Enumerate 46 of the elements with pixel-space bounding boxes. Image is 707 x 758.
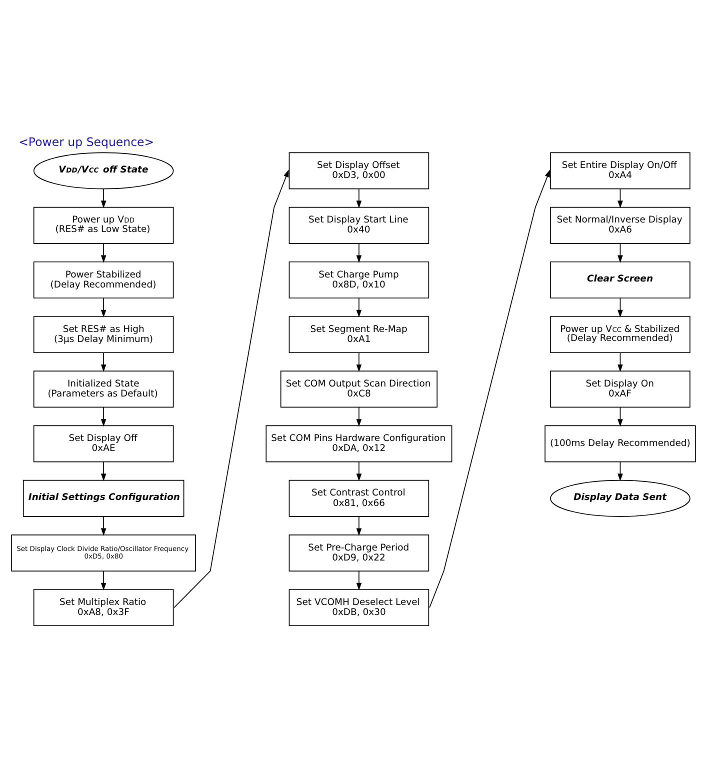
node-box: Set Display On 0xAF: [550, 370, 690, 408]
arrow: [356, 516, 362, 536]
arrow: [618, 297, 623, 317]
arrow: [174, 169, 289, 608]
arrow: [618, 352, 623, 372]
node-box: Set Display Start Line 0x40: [288, 206, 430, 244]
arrow: [356, 242, 362, 262]
node-box: Initialized State (Parameters as Default): [33, 370, 174, 408]
arrow: [356, 406, 362, 426]
node-box: Set Pre-Charge Period 0xD9, 0x22: [288, 534, 430, 571]
node-box: Set Entire Display On/Off 0xA4: [550, 152, 690, 189]
arrow: [100, 242, 106, 262]
arrow: [100, 188, 106, 208]
node-box: Set VCOMH Deselect Level 0xDB, 0x30: [288, 588, 430, 626]
node-box: Set Display Off 0xAE: [33, 424, 174, 462]
node-box: Set Normal/Inverse Display 0xA6: [550, 206, 690, 244]
arrow: [100, 352, 106, 372]
arrow: [100, 516, 106, 536]
node-box: Set Contrast Control 0x81, 0x66: [288, 479, 430, 516]
arrow: [100, 461, 106, 481]
arrow: [356, 297, 362, 317]
node-box: Power Stabilized (Delay Recommended): [33, 260, 174, 298]
arrow: [356, 461, 362, 481]
node-box: Set COM Output Scan Direction 0xC8: [280, 370, 438, 408]
arrow: [429, 169, 550, 608]
node-box: Set Multiplex Ratio 0xA8, 0x3F: [33, 588, 174, 626]
node-box: Set COM Pins Hardware Configuration 0xDA, 0x12: [266, 424, 452, 462]
node-box: Clear Screen: [550, 260, 690, 298]
arrow: [356, 570, 362, 590]
node-box: Initial Settings Configuration: [22, 479, 184, 516]
arrow: [356, 188, 362, 208]
diagram-title: <Power up Sequence>: [18, 134, 154, 149]
arrow: [618, 188, 623, 208]
arrow: [618, 242, 623, 262]
arrow: [100, 297, 106, 317]
node-box: Set Charge Pump 0x8D, 0x10: [288, 260, 430, 298]
arrow: [618, 461, 623, 481]
node-box: (100ms Delay Recommended): [544, 424, 696, 462]
arrow: [618, 406, 623, 426]
arrow: [100, 570, 106, 590]
node-box: Set Segment Re-Map 0xA1: [288, 316, 430, 353]
arrow: [100, 406, 106, 426]
node-box: Set Display Offset 0xD3, 0x00: [288, 152, 430, 189]
arrow: [356, 352, 362, 372]
node-ellipse: Display Data Sent: [550, 479, 690, 516]
node-box: Set RES# as High (3μs Delay Minimum): [33, 316, 174, 353]
